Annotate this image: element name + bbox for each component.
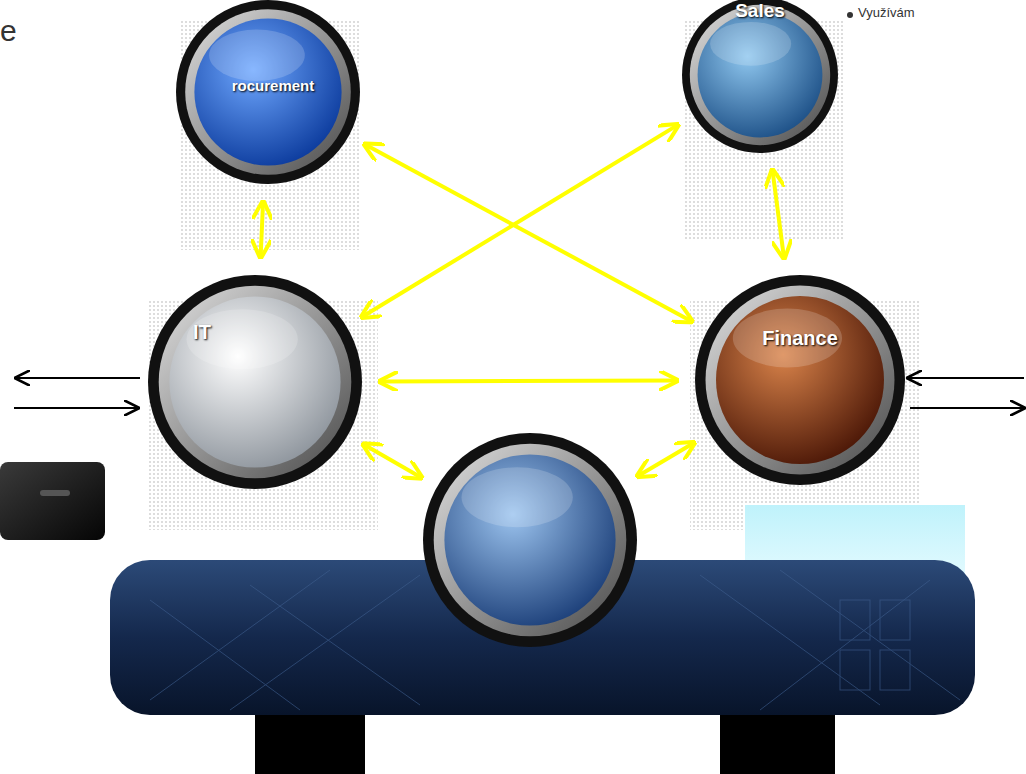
department-circle: Finance: [695, 275, 905, 485]
department-circle: Sales: [682, 0, 838, 153]
circle-outline: [148, 275, 362, 489]
circle-outline: [423, 433, 637, 647]
node-label: Sales: [710, 1, 810, 22]
flow-arrow: [908, 377, 1024, 379]
dark-panel: [0, 462, 105, 540]
slide-text: e: [0, 14, 40, 47]
yellow-connector: [364, 126, 677, 316]
yellow-connector: [773, 172, 784, 256]
slide-text: Využívám: [858, 6, 1018, 20]
node-label: rocurement: [208, 78, 338, 95]
base-leg: [255, 715, 365, 774]
department-circle: [423, 433, 637, 647]
yellow-connector: [261, 204, 263, 255]
node-label: IT: [172, 321, 232, 343]
yellow-connector: [382, 380, 675, 381]
department-circle: rocurement: [176, 0, 360, 184]
circle-outline: [695, 275, 905, 485]
flow-arrow: [14, 407, 138, 409]
node-label: Finance: [725, 327, 875, 349]
yellow-connector: [366, 145, 690, 320]
yellow-connector: [639, 444, 692, 476]
yellow-connector: [365, 445, 420, 476]
department-circle: IT: [148, 275, 362, 489]
dark-panel-detail: [40, 490, 70, 496]
flow-arrow: [16, 377, 140, 379]
flow-arrow: [910, 407, 1024, 409]
base-leg: [720, 715, 835, 774]
bullet-dot: [847, 12, 853, 18]
circle-outline: [682, 0, 838, 153]
